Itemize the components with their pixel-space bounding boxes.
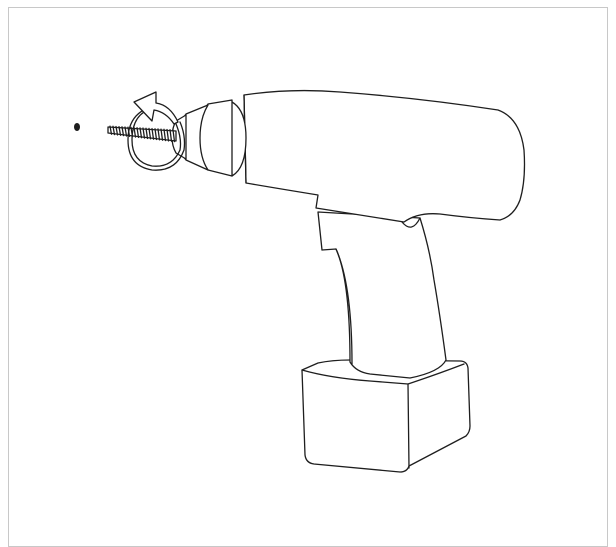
- screw-thread: [154, 128, 158, 141]
- screw-thread: [169, 128, 173, 142]
- screw-thread: [160, 128, 164, 141]
- screw-thread: [157, 128, 161, 141]
- screw-thread: [109, 125, 113, 135]
- dot-icon: [74, 123, 80, 131]
- screw-thread: [163, 128, 167, 142]
- screw-thread: [133, 126, 137, 138]
- screw-thread: [151, 127, 155, 140]
- screw-thread: [121, 126, 125, 137]
- drill-handle: [317, 211, 447, 379]
- screw-thread: [115, 125, 119, 136]
- screw-thread: [166, 128, 170, 142]
- screw-thread: [172, 129, 176, 143]
- battery-pack: [301, 359, 471, 473]
- screw-thread: [136, 127, 140, 139]
- drill-body: [243, 89, 526, 228]
- screw-thread: [145, 127, 149, 140]
- screw: [107, 125, 177, 143]
- screw-thread: [139, 127, 143, 139]
- drill-illustration: [74, 89, 526, 473]
- screw-thread: [118, 125, 122, 136]
- screw-thread: [112, 125, 116, 136]
- rotate-clockwise-icon: [127, 91, 186, 171]
- screw-thread: [148, 127, 152, 140]
- screw-thread: [124, 126, 128, 137]
- screw-thread: [142, 127, 146, 139]
- drill-chuck: [171, 99, 247, 177]
